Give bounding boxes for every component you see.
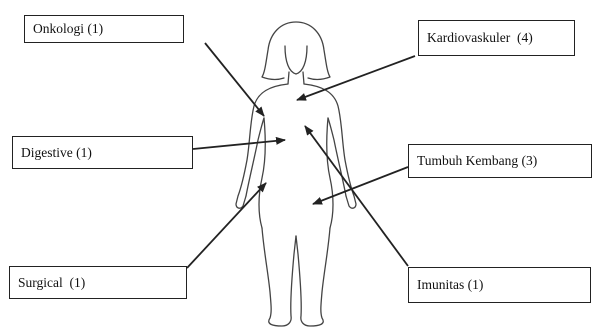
arrow-tumbuh-kembang [313,167,408,204]
human-figure-outline [236,22,356,326]
label-surgical: Surgical (1) [9,266,187,299]
arrow-imunitas [305,126,408,266]
label-kardiovaskuler: Kardiovaskuler (4) [418,20,575,56]
arrow-kardiovaskuler [297,56,415,100]
label-tumbuh-kembang: Tumbuh Kembang (3) [408,144,592,178]
arrow-surgical [187,183,266,268]
arrow-onkologi [205,43,264,116]
arrow-digestive [193,140,285,149]
label-digestive: Digestive (1) [12,136,193,169]
label-imunitas: Imunitas (1) [408,267,591,303]
label-onkologi: Onkologi (1) [24,15,184,43]
